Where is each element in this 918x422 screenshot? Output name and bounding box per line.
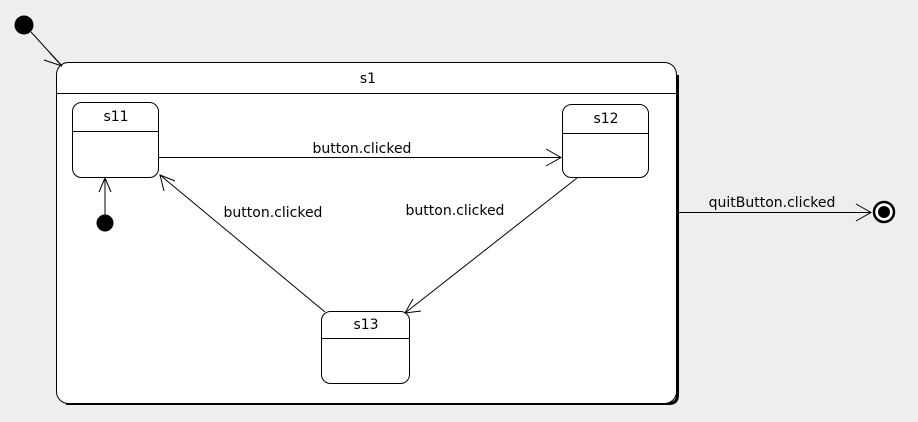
state-s12-label: s12 xyxy=(593,111,618,127)
transition-s13-to-s11-arrowhead xyxy=(159,174,176,192)
initial-state-inner-dot[interactable] xyxy=(96,214,114,232)
transition-s12-to-s13-label: button.clicked xyxy=(406,203,505,219)
initial-state-outer-dot[interactable] xyxy=(14,15,34,35)
final-state[interactable] xyxy=(872,200,896,224)
transition-s1-to-final-arrowhead xyxy=(855,203,873,222)
transition-s13-to-s11: button.clicked xyxy=(159,174,326,313)
final-state-dot xyxy=(878,206,890,218)
state-s13[interactable]: s13 xyxy=(321,311,410,384)
transition-s1-to-final: quitButton.clicked xyxy=(679,195,873,222)
transition-s11-to-s12-arrowhead xyxy=(545,148,563,167)
transition-s1-to-final-label: quitButton.clicked xyxy=(709,195,836,211)
transition-s11-to-s12: button.clicked xyxy=(158,141,563,167)
transition-start-to-s11 xyxy=(98,176,112,215)
transition-s12-to-s13-arrowhead xyxy=(404,298,422,314)
initial-state-outer[interactable] xyxy=(14,15,34,35)
initial-state-inner[interactable] xyxy=(96,214,114,232)
transition-start-to-s1 xyxy=(30,31,63,67)
composite-state-s1-body[interactable] xyxy=(56,62,677,404)
composite-state-s1[interactable]: s1 xyxy=(56,62,679,405)
state-s11-label: s11 xyxy=(103,109,128,125)
composite-state-s1-label: s1 xyxy=(360,71,376,87)
transition-s13-to-s11-label: button.clicked xyxy=(224,205,323,221)
transition-s12-to-s13: button.clicked xyxy=(404,177,578,314)
state-s11[interactable]: s11 xyxy=(72,102,159,178)
transition-s11-to-s12-label: button.clicked xyxy=(313,141,412,157)
transition-start-to-s1-arrowhead xyxy=(43,52,63,67)
transition-s12-to-s13-line xyxy=(404,177,578,314)
state-s12[interactable]: s12 xyxy=(562,104,649,178)
composite-state-s1-shadow xyxy=(66,75,679,405)
state-s12-body[interactable] xyxy=(562,104,649,178)
transition-s13-to-s11-line xyxy=(159,174,326,313)
transition-start-to-s11-arrowhead xyxy=(98,176,112,193)
state-s11-body[interactable] xyxy=(72,102,159,178)
state-s13-label: s13 xyxy=(353,317,378,333)
state-s13-body[interactable] xyxy=(321,311,410,384)
